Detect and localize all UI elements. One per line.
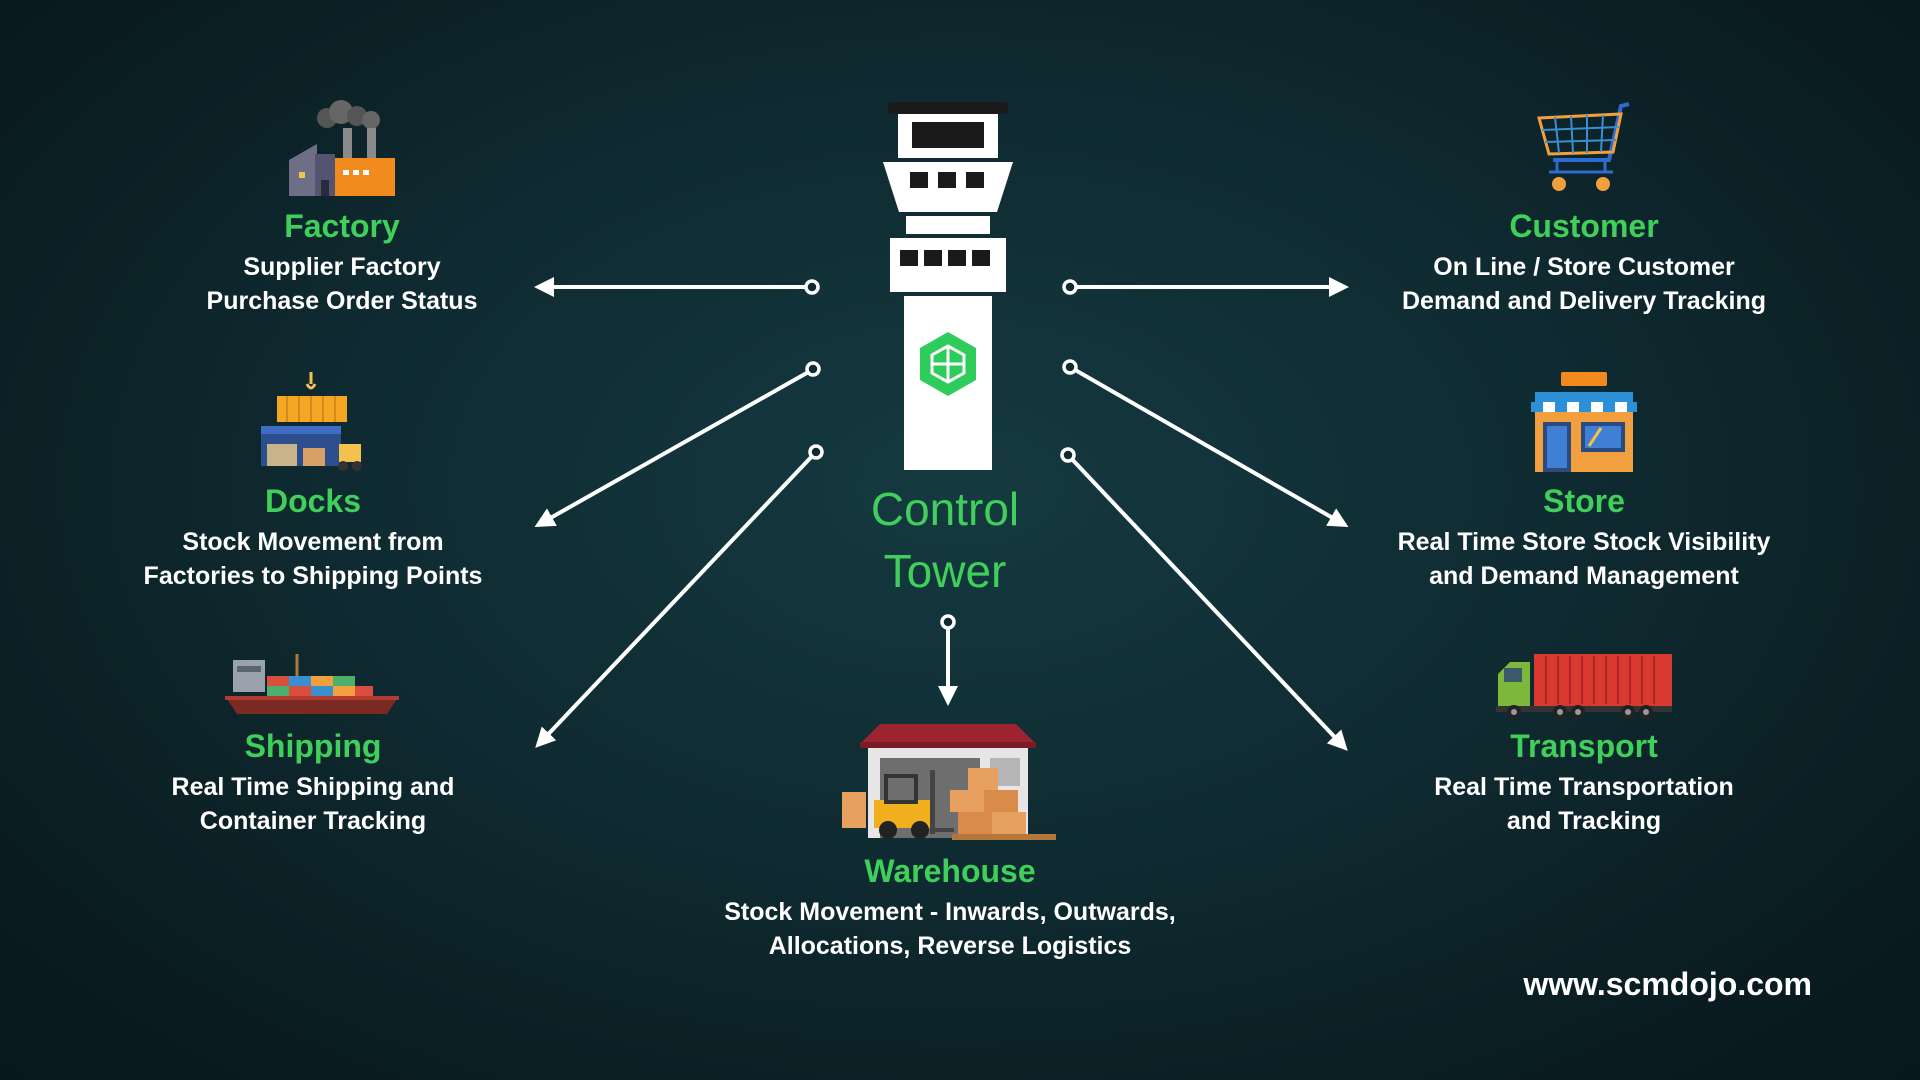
control-tower-label: Control Tower — [870, 483, 1020, 597]
arrow-to-transport — [1066, 453, 1348, 751]
node-docks: Docks Stock Movement from Factories to S… — [53, 370, 573, 593]
customer-description: On Line / Store Customer Demand and Deli… — [1401, 253, 1767, 315]
store-title: Store — [1543, 483, 1625, 519]
cargo-ship-icon — [225, 654, 399, 714]
factory-title: Factory — [284, 208, 400, 244]
shipping-title: Shipping — [244, 728, 382, 764]
store-description: Real Time Store Stock Visibility and Dem… — [1397, 528, 1771, 590]
node-customer: Customer On Line / Store Customer Demand… — [1324, 100, 1844, 318]
transport-title: Transport — [1510, 728, 1658, 764]
warehouse-title: Warehouse — [864, 853, 1036, 889]
website-url: www.scmdojo.com — [1523, 966, 1812, 1002]
shopping-cart-icon — [1537, 102, 1630, 191]
transport-description: Real Time Transportation and Tracking — [1434, 773, 1734, 835]
warehouse-description: Stock Movement - Inwards, Outwards, Allo… — [724, 898, 1176, 960]
docks-icon — [261, 372, 362, 471]
shipping-description: Real Time Shipping and Container Trackin… — [171, 773, 455, 835]
arrow-to-store — [1069, 365, 1349, 527]
arrow-to-shipping — [535, 450, 818, 748]
store-icon — [1531, 372, 1637, 472]
control-tower-icon — [883, 102, 1013, 470]
tower-logo-icon — [920, 332, 976, 396]
factory-description: Supplier Factory Purchase Order Status — [206, 253, 478, 315]
arrow-to-docks — [534, 368, 813, 527]
docks-description: Stock Movement from Factories to Shippin… — [143, 528, 483, 590]
node-store: Store Real Time Store Stock Visibility a… — [1324, 370, 1844, 593]
factory-icon — [289, 100, 395, 196]
truck-icon — [1496, 654, 1672, 719]
warehouse-icon — [842, 724, 1056, 840]
node-factory: Factory Supplier Factory Purchase Order … — [82, 100, 602, 318]
docks-title: Docks — [264, 483, 362, 519]
node-shipping: Shipping Real Time Shipping and Containe… — [53, 650, 573, 838]
node-transport: Transport Real Time Transportation and T… — [1324, 650, 1844, 838]
customer-title: Customer — [1509, 208, 1659, 244]
node-warehouse: Warehouse Stock Movement - Inwards, Outw… — [690, 720, 1210, 963]
